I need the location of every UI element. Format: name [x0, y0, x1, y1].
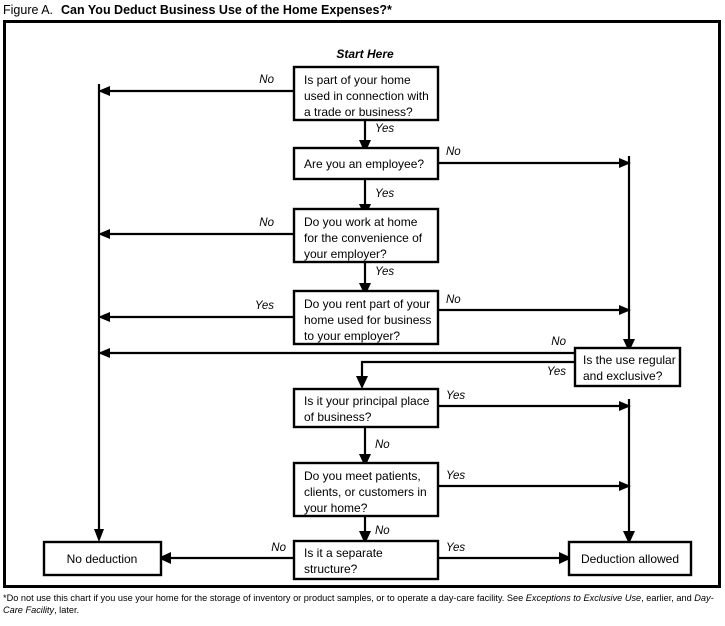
node-q7-line2: clients, or customers in [304, 485, 427, 499]
figure-heading: Can You Deduct Business Use of the Home … [61, 3, 392, 17]
node-q1-line1: Is part of your home [304, 73, 411, 87]
edge-q2-no [437, 158, 631, 168]
edge-label-q7-yes: Yes [446, 470, 465, 482]
node-q6-line1: Is it your principal place [304, 394, 430, 408]
right-spine-upper [623, 156, 635, 352]
edge-label-q4-yes: Yes [255, 300, 274, 312]
edge-q3-no [98, 229, 294, 239]
node-q3-line1: Do you work at home [304, 215, 418, 229]
footnote-italic2: Day-Care Facility [3, 593, 714, 615]
edge-q3-yes [359, 261, 371, 296]
figure-title: Figure A. Can You Deduct Business Use of … [3, 2, 722, 20]
edge-label-q5-yes: Yes [547, 366, 566, 378]
node-q4[interactable]: Do you rent part of your home used for b… [292, 289, 440, 346]
node-no-deduction-label: No deduction [67, 552, 138, 566]
node-q1-line2: used in connection with [304, 89, 429, 103]
footnote-part2: , earlier, and [641, 593, 695, 603]
node-q8-line1: Is it a separate [304, 546, 383, 560]
edge-label-q1-yes: Yes [375, 123, 394, 135]
node-no-deduction[interactable]: No deduction [42, 540, 163, 577]
node-q2-line1: Are you an employee? [304, 157, 424, 171]
edge-q5-no [98, 348, 575, 358]
edge-label-q3-no: No [259, 217, 274, 229]
left-spine [94, 84, 104, 542]
edge-label-q3-yes: Yes [375, 266, 394, 278]
node-q1[interactable]: Is part of your home used in connection … [292, 65, 440, 122]
node-q3-line3: your employer? [304, 247, 387, 261]
node-q5-line1: Is the use regular [583, 353, 676, 367]
edge-q7-no [359, 513, 371, 544]
node-deduction-allowed-label: Deduction allowed [581, 552, 679, 566]
edge-label-q7-no: No [375, 525, 390, 537]
edge-label-q6-yes: Yes [446, 390, 465, 402]
node-q8[interactable]: Is it a separate structure? [292, 539, 440, 581]
figure-label: Figure A. [3, 3, 54, 17]
node-q6[interactable]: Is it your principal place of business? [292, 387, 440, 429]
footnote-italic1: Exceptions to Exclusive Use [525, 593, 642, 603]
edge-q8-no [158, 552, 294, 564]
edge-q4-yes [98, 312, 294, 322]
edge-q8-yes [437, 552, 572, 564]
node-q4-line2: home used for business [304, 313, 431, 327]
node-q7-line3: your home? [304, 501, 368, 515]
edge-label-q8-yes: Yes [446, 542, 465, 554]
footnote-part3: , later. [54, 604, 80, 615]
edge-label-q4-no: No [446, 294, 461, 306]
node-q6-line2: of business? [304, 410, 372, 424]
edge-label-q1-no: No [259, 74, 274, 86]
edge-label-q6-no: No [375, 439, 390, 451]
edge-q6-yes [437, 401, 631, 411]
node-q7[interactable]: Do you meet patients, clients, or custom… [292, 461, 440, 518]
edge-q5-yes [356, 360, 575, 389]
edge-label-q2-no: No [446, 146, 461, 158]
edge-label-q2-yes: Yes [375, 188, 394, 200]
edge-q4-no [437, 305, 631, 315]
node-q5[interactable]: Is the use regular and exclusive? [573, 346, 682, 388]
flowchart-diagram: Start Here Is part of your home used in … [42, 47, 693, 581]
node-q7-line1: Do you meet patients, [304, 469, 421, 483]
node-deduction-allowed[interactable]: Deduction allowed [567, 540, 693, 577]
node-q3-line2: for the convenience of [304, 231, 423, 245]
edge-q6-no [359, 424, 371, 467]
footnote-part1: *Do not use this chart if you use your h… [3, 593, 526, 603]
footnote: *Do not use this chart if you use your h… [3, 593, 722, 616]
edge-q1-no [98, 86, 294, 96]
node-q4-line3: to your employer? [304, 329, 400, 343]
edge-label-q8-no: No [271, 542, 286, 554]
node-q2[interactable]: Are you an employee? [292, 146, 440, 181]
node-q1-line3: a trade or business? [304, 105, 413, 119]
node-q8-line2: structure? [304, 562, 358, 576]
chart-frame: Start Here Is part of your home used in … [3, 20, 721, 588]
node-q5-line2: and exclusive? [583, 369, 663, 383]
start-here-label: Start Here [336, 47, 394, 61]
right-spine-lower [623, 399, 635, 544]
edge-q7-yes [437, 481, 631, 491]
edge-label-q5-no: No [551, 336, 566, 348]
node-q3[interactable]: Do you work at home for the convenience … [292, 207, 440, 264]
node-q4-line1: Do you rent part of your [304, 297, 430, 311]
